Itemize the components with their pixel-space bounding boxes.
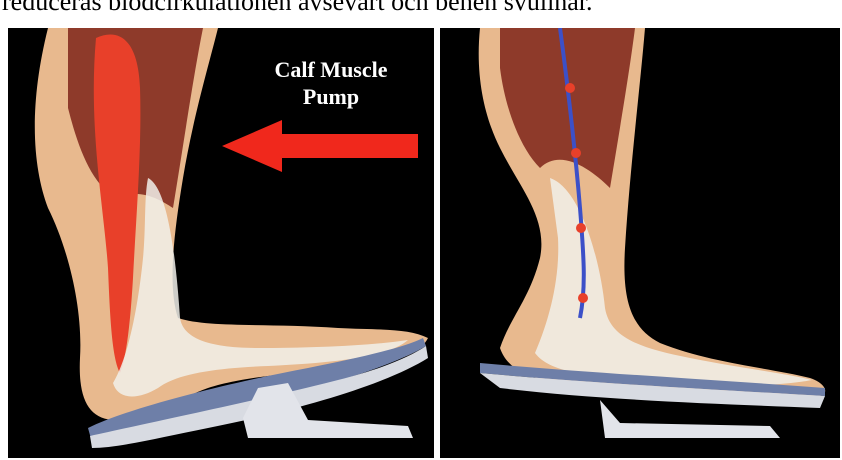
red-arrow-icon [222,120,418,172]
label-line-2: Pump [236,83,426,110]
left-illustration-panel: Calf Muscle Pump [8,28,434,458]
right-illustration-panel [440,28,840,458]
calf-muscle-pump-label: Calf Muscle Pump [236,56,426,110]
caption-text: reduceras blodcirkulationen avsevärt och… [2,0,842,17]
leg-illustration-vein [440,28,840,458]
label-line-1: Calf Muscle [236,56,426,83]
